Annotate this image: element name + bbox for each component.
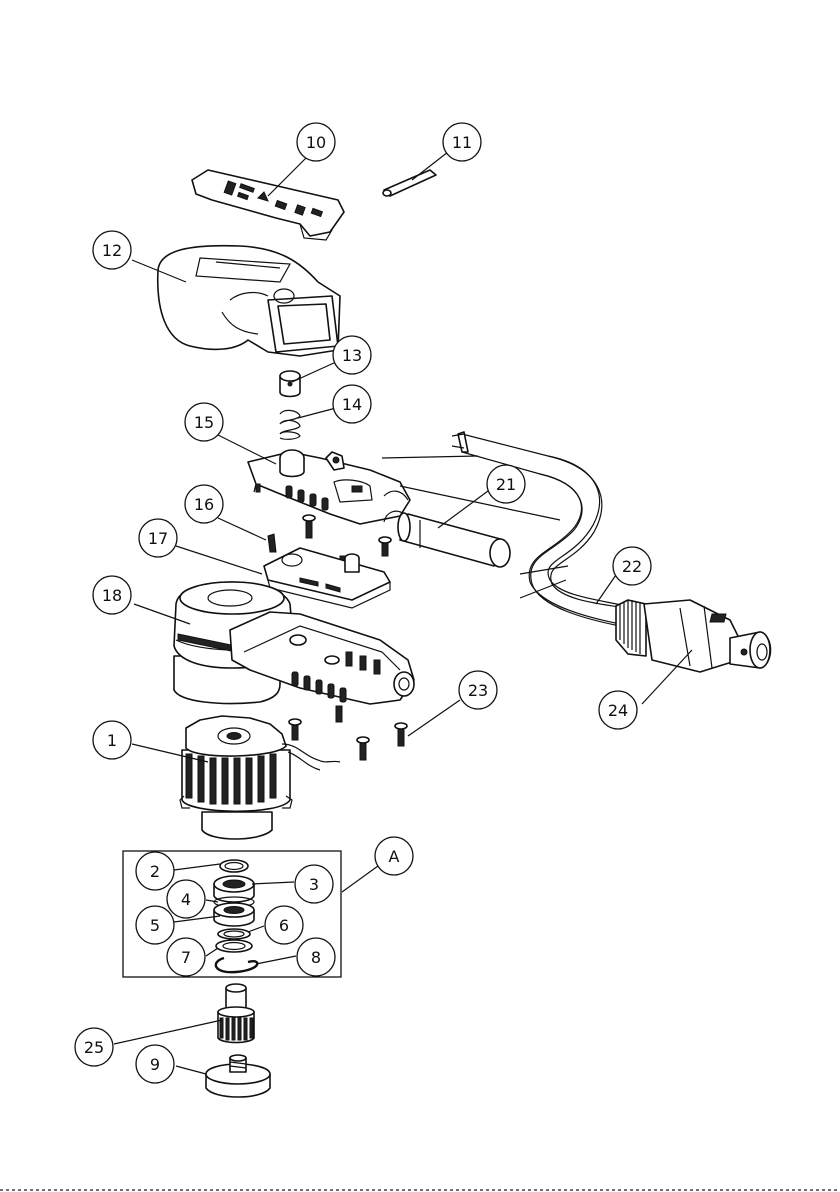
callout-7: 7 bbox=[167, 938, 205, 976]
part-15-upper-switch-housing bbox=[248, 450, 410, 524]
svg-text:14: 14 bbox=[342, 395, 362, 414]
svg-text:15: 15 bbox=[194, 413, 214, 432]
svg-text:10: 10 bbox=[306, 133, 326, 152]
svg-text:7: 7 bbox=[181, 948, 191, 967]
part-13-button bbox=[280, 371, 300, 397]
callout-25: 25 bbox=[75, 1028, 113, 1066]
svg-text:2: 2 bbox=[150, 862, 160, 881]
svg-text:16: 16 bbox=[194, 495, 214, 514]
part-5-bearing bbox=[214, 903, 254, 926]
part-6-washer bbox=[218, 929, 250, 939]
callout-24: 24 bbox=[599, 691, 637, 729]
svg-text:12: 12 bbox=[102, 241, 122, 260]
part-23-screws bbox=[289, 706, 407, 760]
callout-8: 8 bbox=[297, 938, 335, 976]
svg-text:6: 6 bbox=[279, 916, 289, 935]
callout-2: 2 bbox=[136, 852, 174, 890]
svg-text:3: 3 bbox=[309, 875, 319, 894]
callout-9: 9 bbox=[136, 1045, 174, 1083]
callout-10: 10 bbox=[297, 123, 335, 161]
svg-text:21: 21 bbox=[496, 475, 516, 494]
svg-text:8: 8 bbox=[311, 948, 321, 967]
callout-15: 15 bbox=[185, 403, 223, 441]
callout-5: 5 bbox=[136, 906, 174, 944]
part-8-circlip bbox=[216, 958, 258, 972]
part-11-pin bbox=[383, 170, 436, 196]
part-10-label-plate bbox=[192, 170, 344, 240]
callout-13: 13 bbox=[333, 336, 371, 374]
part-12-housing-cover bbox=[158, 246, 340, 356]
part-24-plug bbox=[616, 600, 771, 672]
svg-text:1: 1 bbox=[107, 731, 117, 750]
callout-A: A bbox=[375, 837, 413, 875]
callout-22: 22 bbox=[613, 547, 651, 585]
part-9-base bbox=[206, 1055, 270, 1097]
callout-12: 12 bbox=[93, 231, 131, 269]
callout-16: 16 bbox=[185, 485, 223, 523]
part-1-motor bbox=[180, 716, 340, 839]
svg-text:9: 9 bbox=[150, 1055, 160, 1074]
svg-text:17: 17 bbox=[148, 529, 168, 548]
callout-4: 4 bbox=[167, 880, 205, 918]
part-14-spring bbox=[280, 410, 300, 439]
part-2-ring bbox=[220, 860, 248, 872]
svg-text:23: 23 bbox=[468, 681, 488, 700]
callout-1: 1 bbox=[93, 721, 131, 759]
callout-17: 17 bbox=[139, 519, 177, 557]
svg-text:25: 25 bbox=[84, 1038, 104, 1057]
svg-text:4: 4 bbox=[181, 890, 191, 909]
part-18-main-body bbox=[174, 582, 414, 704]
svg-text:13: 13 bbox=[342, 346, 362, 365]
callout-14: 14 bbox=[333, 385, 371, 423]
svg-text:A: A bbox=[389, 847, 400, 866]
callout-11: 11 bbox=[443, 123, 481, 161]
svg-text:18: 18 bbox=[102, 586, 122, 605]
part-7-washer bbox=[216, 940, 252, 952]
callout-21: 21 bbox=[487, 465, 525, 503]
callout-18: 18 bbox=[93, 576, 131, 614]
svg-text:11: 11 bbox=[452, 133, 472, 152]
svg-text:24: 24 bbox=[608, 701, 628, 720]
svg-text:22: 22 bbox=[622, 557, 642, 576]
svg-text:5: 5 bbox=[150, 916, 160, 935]
callout-6: 6 bbox=[265, 906, 303, 944]
part-21-sleeve bbox=[398, 513, 510, 567]
callout-23: 23 bbox=[459, 671, 497, 709]
callout-3: 3 bbox=[295, 865, 333, 903]
part-25-shaft bbox=[218, 984, 254, 1043]
